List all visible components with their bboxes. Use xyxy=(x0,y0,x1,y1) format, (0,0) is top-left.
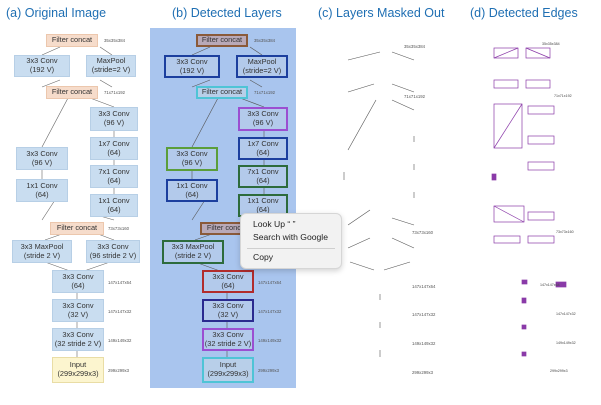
node-conv-3x3-64: 3x3 Conv (64) xyxy=(52,270,104,293)
dim-label: 35x35x384 xyxy=(404,44,426,49)
menu-separator xyxy=(247,248,335,249)
node-conv-1x7-64: 1x7 Conv (64) xyxy=(90,137,138,160)
node-conv-1x7-64: 1x7 Conv (64) xyxy=(238,137,288,160)
node-conv-1x1-64-right: 1x1 Conv (64) xyxy=(90,194,138,217)
dim-label: 35x35x384 xyxy=(542,42,560,46)
dim-label: 299x299x3 xyxy=(108,368,130,373)
dim-label: 299x299x3 xyxy=(258,368,280,373)
title-original-image: (a) Original Image xyxy=(6,6,107,20)
node-conv-3x3-32v: 3x3 Conv (32 V) xyxy=(202,299,254,322)
dim-label: 147x147x64 xyxy=(540,283,560,287)
node-maxpool-3x3-stride2: 3x3 MaxPool (stride 2 V) xyxy=(162,240,224,264)
dim-label: 147x147x32 xyxy=(412,312,436,317)
dim-label: 71x71x192 xyxy=(104,90,126,95)
title-detected-layers: (b) Detected Layers xyxy=(172,6,282,20)
node-conv-3x3-96-right: 3x3 Conv (96 V) xyxy=(90,107,138,131)
panel-b-connectors xyxy=(191,46,265,357)
dim-label: 299x299x3 xyxy=(412,370,434,375)
node-filter-concat-top: Filter concat xyxy=(46,34,98,47)
panel-original-image: Filter concat 3x3 Conv (192 V) MaxPool (… xyxy=(0,0,150,405)
node-conv-3x3-96-right: 3x3 Conv (96 V) xyxy=(238,107,288,131)
dim-label: 147x147x64 xyxy=(108,280,132,285)
dim-label: 71x71x192 xyxy=(254,90,276,95)
title-detected-edges: (d) Detected Edges xyxy=(470,6,578,20)
dim-label: 35x35x384 xyxy=(254,38,276,43)
context-menu: Look Up “ ” Search with Google Copy xyxy=(240,213,342,269)
menu-item-copy[interactable]: Copy xyxy=(253,252,274,262)
dim-label: 149x149x32 xyxy=(258,338,282,343)
node-conv-3x3-96-left: 3x3 Conv (96 V) xyxy=(166,147,218,171)
node-conv-7x1-64: 7x1 Conv (64) xyxy=(90,165,138,188)
node-maxpool-stride2: MaxPool (stride=2 V) xyxy=(86,55,136,77)
node-conv-1x1-64-right: 1x1 Conv (64) xyxy=(238,194,288,217)
node-conv-7x1-64: 7x1 Conv (64) xyxy=(238,165,288,188)
panel-d-edges xyxy=(491,47,567,357)
panel-detected-edges: 35x35x384 71x71x192 73x73x160 147x147x64… xyxy=(450,0,600,405)
node-maxpool-3x3-stride2: 3x3 MaxPool (stride 2 V) xyxy=(12,240,72,263)
node-conv-3x3-192: 3x3 Conv (192 V) xyxy=(14,55,70,77)
panel-c-connectors xyxy=(343,51,415,357)
node-filter-concat-top: Filter concat xyxy=(196,34,248,47)
dim-label: 73x73x160 xyxy=(556,230,574,234)
node-conv-3x3-64: 3x3 Conv (64) xyxy=(202,270,254,293)
dim-label: 149x149x32 xyxy=(556,341,576,345)
dim-label: 149x149x32 xyxy=(108,338,132,343)
dim-label: 299x299x3 xyxy=(550,369,568,373)
menu-item-look-up[interactable]: Look Up “ ” xyxy=(253,219,296,229)
dim-label: 35x35x384 xyxy=(104,38,126,43)
dim-label: 147x147x64 xyxy=(258,280,282,285)
dim-label: 147x147x32 xyxy=(108,309,132,314)
node-conv-3x3-96-left: 3x3 Conv (96 V) xyxy=(16,147,68,170)
dim-label: 147x147x64 xyxy=(412,284,436,289)
node-input: Input (299x299x3) xyxy=(52,357,104,383)
panel-detected-layers: Filter concat 3x3 Conv (192 V) MaxPool (… xyxy=(150,0,300,405)
dim-label: 73x73x160 xyxy=(412,230,434,235)
dim-label: 147x147x32 xyxy=(556,312,576,316)
dim-label: 73x73x160 xyxy=(108,226,130,231)
node-conv-3x3-32-stride2: 3x3 Conv (32 stride 2 V) xyxy=(202,328,254,351)
dim-label: 147x147x32 xyxy=(258,309,282,314)
node-conv-3x3-32-stride2: 3x3 Conv (32 stride 2 V) xyxy=(52,328,104,351)
node-filter-concat-low: Filter concat xyxy=(50,222,104,235)
dim-label: 149x149x32 xyxy=(412,341,436,346)
node-input: Input (299x299x3) xyxy=(202,357,254,383)
node-filter-concat-mid: Filter concat xyxy=(196,86,248,99)
dim-label: 71x71x192 xyxy=(404,94,426,99)
node-filter-concat-mid: Filter concat xyxy=(46,86,98,99)
panel-layers-masked-out: 35x35x384 71x71x192 73x73x160 147x147x64… xyxy=(300,0,450,405)
node-conv-1x1-64-left: 1x1 Conv (64) xyxy=(16,179,68,202)
node-conv-3x3-32v: 3x3 Conv (32 V) xyxy=(52,299,104,322)
node-maxpool-stride2: MaxPool (stride=2 V) xyxy=(236,55,288,78)
title-layers-masked-out: (c) Layers Masked Out xyxy=(318,6,445,20)
node-conv-1x1-64-left: 1x1 Conv (64) xyxy=(166,179,218,202)
dim-label: 71x71x192 xyxy=(554,94,572,98)
menu-item-search-with-google[interactable]: Search with Google xyxy=(253,232,328,242)
node-conv-3x3-192: 3x3 Conv (192 V) xyxy=(164,55,220,78)
node-conv-3x3-96-stride2: 3x3 Conv (96 stride 2 V) xyxy=(86,240,140,263)
